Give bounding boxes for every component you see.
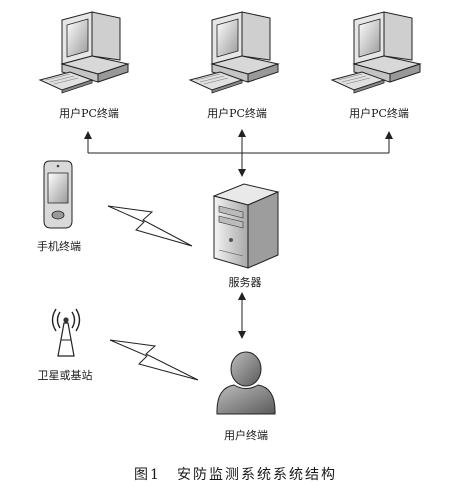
pc-center-label: 用户PC终端 xyxy=(207,107,267,120)
wireless-link-station xyxy=(109,339,199,381)
station-label: 卫星或基站 xyxy=(37,369,93,382)
pc-left-icon xyxy=(39,11,129,94)
server-tower-icon xyxy=(212,183,280,269)
server-label: 服务器 xyxy=(228,276,262,289)
mobile-phone-icon xyxy=(43,160,73,229)
pc-center-icon xyxy=(189,11,279,94)
pc-right-label: 用户PC终端 xyxy=(349,107,409,120)
user-label: 用户终端 xyxy=(224,429,268,442)
connection-lines xyxy=(84,129,393,339)
wireless-link-mobile xyxy=(107,205,193,247)
antenna-icon xyxy=(51,308,81,357)
pc-left-label: 用户PC终端 xyxy=(59,107,119,120)
mobile-label: 手机终端 xyxy=(37,240,81,253)
user-person-icon xyxy=(216,351,276,415)
pc-right-icon xyxy=(331,11,421,94)
figure-caption: 图1 安防监测系统系统结构 xyxy=(134,467,337,483)
